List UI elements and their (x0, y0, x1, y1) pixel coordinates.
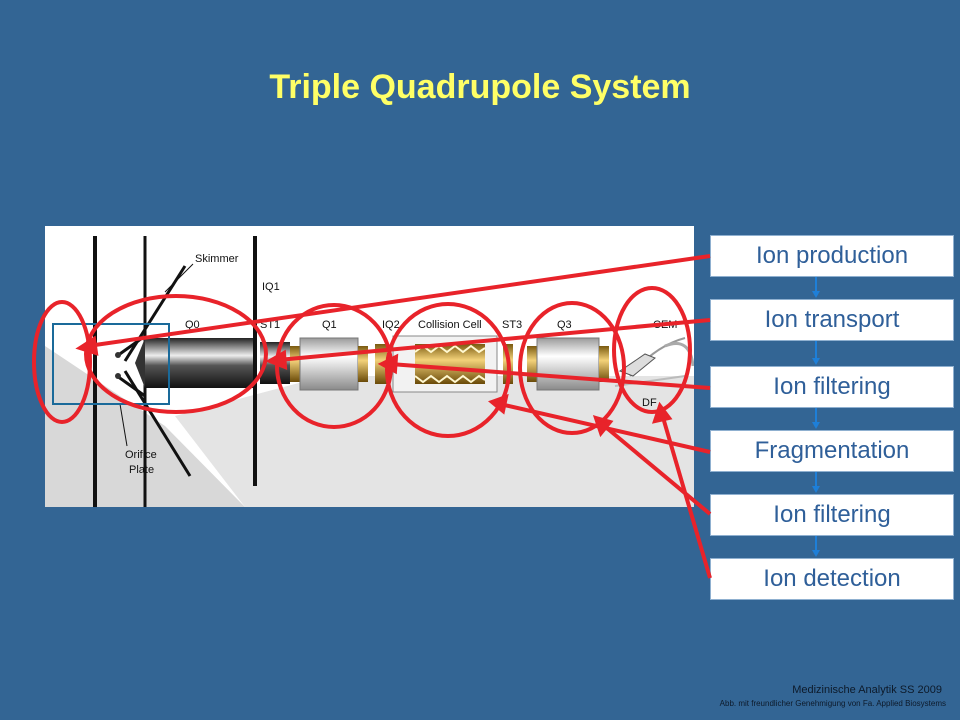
q1-quadrupole (299, 337, 359, 391)
flow-arrow-2-icon (812, 341, 820, 365)
label-st1: ST1 (260, 319, 280, 331)
q3-quadrupole (536, 337, 600, 391)
credit-footer: Abb. mit freundlicher Genehmigung von Fa… (719, 699, 946, 708)
label-iq2: IQ2 (382, 319, 400, 331)
label-df: DF (642, 397, 657, 409)
step-ion-filtering-1: Ion filtering (710, 366, 954, 408)
iq2-lens (375, 344, 387, 384)
slide-title: Triple Quadrupole System (269, 68, 691, 106)
flow-arrow-3-icon (812, 408, 820, 429)
step-ion-transport: Ion transport (710, 299, 954, 341)
flow-arrow-4-icon (812, 472, 820, 493)
label-collision-cell: Collision Cell (418, 319, 482, 331)
step-ion-detection: Ion detection (710, 558, 954, 600)
st3-lens (503, 344, 513, 384)
label-st3: ST3 (502, 319, 522, 331)
step-ion-filtering-2: Ion filtering (710, 494, 954, 536)
instrument-diagram: Skimmer IQ1 Q0 ST1 Q1 IQ2 Collision Cell… (45, 226, 694, 507)
label-cem: CEM (653, 319, 677, 331)
flow-arrow-1-icon (812, 277, 820, 298)
label-q3: Q3 (557, 319, 572, 331)
label-iq1: IQ1 (262, 281, 280, 293)
label-skimmer: Skimmer (195, 253, 239, 265)
label-q0: Q0 (185, 319, 200, 331)
flow-arrow-5-icon (812, 536, 820, 557)
label-plate: Plate (129, 464, 154, 476)
course-footer: Medizinische Analytik SS 2009 (792, 684, 942, 696)
step-fragmentation: Fragmentation (710, 430, 954, 472)
instrument-drawing: Skimmer IQ1 Q0 ST1 Q1 IQ2 Collision Cell… (45, 236, 694, 507)
label-orifice: Orifice (125, 449, 157, 461)
label-q1: Q1 (322, 319, 337, 331)
q0-rods (145, 338, 253, 388)
step-ion-production: Ion production (710, 235, 954, 277)
